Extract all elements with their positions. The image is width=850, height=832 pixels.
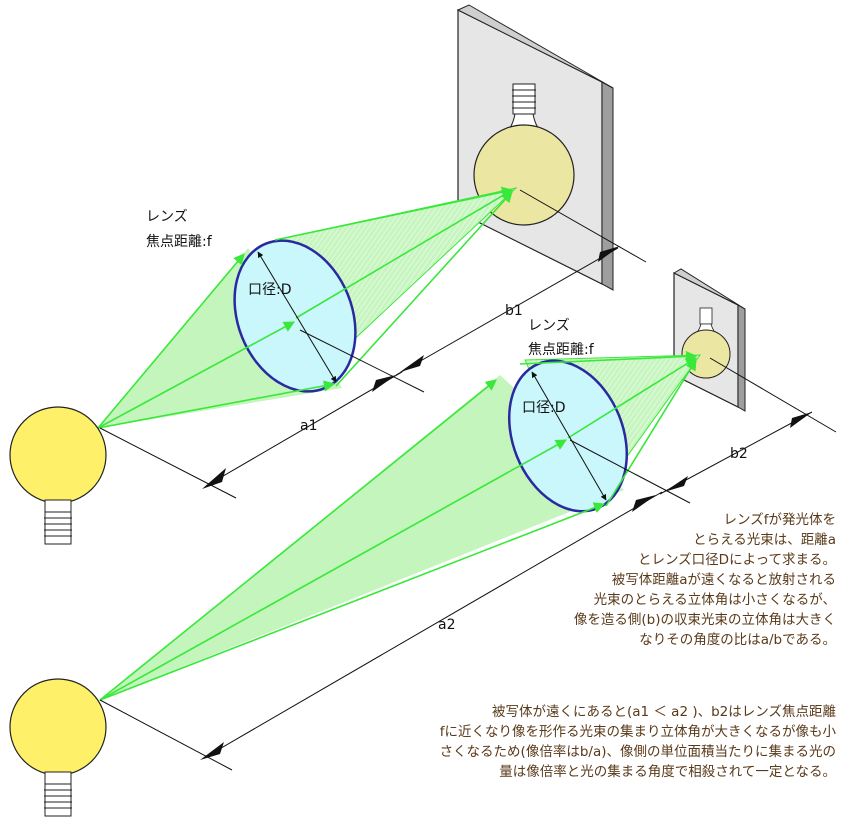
lower-b2-label: b2 bbox=[730, 446, 748, 462]
lower-source-bulb bbox=[9, 678, 107, 817]
lower-extension-lines bbox=[99, 357, 837, 771]
lower-rays bbox=[99, 350, 698, 701]
upper-a1-label: a1 bbox=[300, 418, 318, 434]
lower-a2-dimension bbox=[200, 491, 663, 760]
explanation-1-line: なりその角度の比はa/bである。 bbox=[639, 632, 836, 648]
explanation-1-line: 被写体距離aが遠くなると放射される bbox=[611, 572, 836, 588]
upper-b1-dimension bbox=[395, 246, 620, 376]
upper-lens-label: レンズ bbox=[146, 209, 188, 225]
explanation-block-2: 被写体が遠くにあると(a1 ＜ a2 )、b2はレンズ焦点距離 fに近くなり像を… bbox=[440, 702, 836, 782]
explanation-1-line: 光束のとらえる立体角は小さくなるが、 bbox=[593, 592, 836, 608]
lower-lens-label: レンズ bbox=[528, 318, 570, 334]
explanation-1-line: とレンズ口径Dによって求まる。 bbox=[637, 552, 836, 568]
lower-a2-label: a2 bbox=[438, 617, 456, 633]
explanation-2-line: さくなるため(像倍率はb/a)、像側の単位面積当たりに集まる光の bbox=[439, 744, 836, 760]
upper-setup: レンズ 焦点距離:f 口径:D a1 b1 bbox=[9, 4, 647, 545]
explanation-2-line: fに近くなり像を形作る光束の集まり立体角が大きくなるが像も小 bbox=[439, 724, 836, 740]
upper-focal-label: 焦点距離:f bbox=[146, 233, 213, 250]
explanation-1-line: 像を造る側(b)の収束光束の立体角は大きく bbox=[573, 612, 836, 628]
lower-focal-label: 焦点距離:f bbox=[528, 341, 595, 358]
lower-aperture-dimension bbox=[531, 371, 607, 501]
explanation-2-line: 量は像倍率と光の集まる角度で相殺されて一定となる。 bbox=[499, 764, 836, 780]
lower-aperture-label: 口径:D bbox=[522, 400, 566, 416]
upper-a1-dimension bbox=[202, 371, 403, 489]
upper-aperture-label: 口径:D bbox=[248, 282, 292, 298]
lower-setup: レンズ 焦点距離:f 口径:D a2 b2 bbox=[9, 268, 837, 817]
explanation-1-line: レンズfが発光体を bbox=[723, 512, 836, 528]
lower-incident-beam bbox=[100, 375, 624, 700]
upper-aperture-dimension bbox=[257, 251, 337, 383]
upper-source-bulb bbox=[9, 406, 107, 545]
explanation-1-line: とらえる光束は、距離a bbox=[693, 532, 836, 548]
lower-b2-dimension bbox=[659, 411, 813, 495]
explanation-2-line: 被写体が遠くにあると(a1 ＜ a2 )、b2はレンズ焦点距離 bbox=[491, 704, 836, 720]
explanation-block-1: レンズfが発光体を とらえる光束は、距離a とレンズ口径Dによって求まる。 被写… bbox=[574, 510, 836, 650]
upper-b1-label: b1 bbox=[505, 303, 523, 319]
upper-extension-lines bbox=[99, 189, 647, 499]
